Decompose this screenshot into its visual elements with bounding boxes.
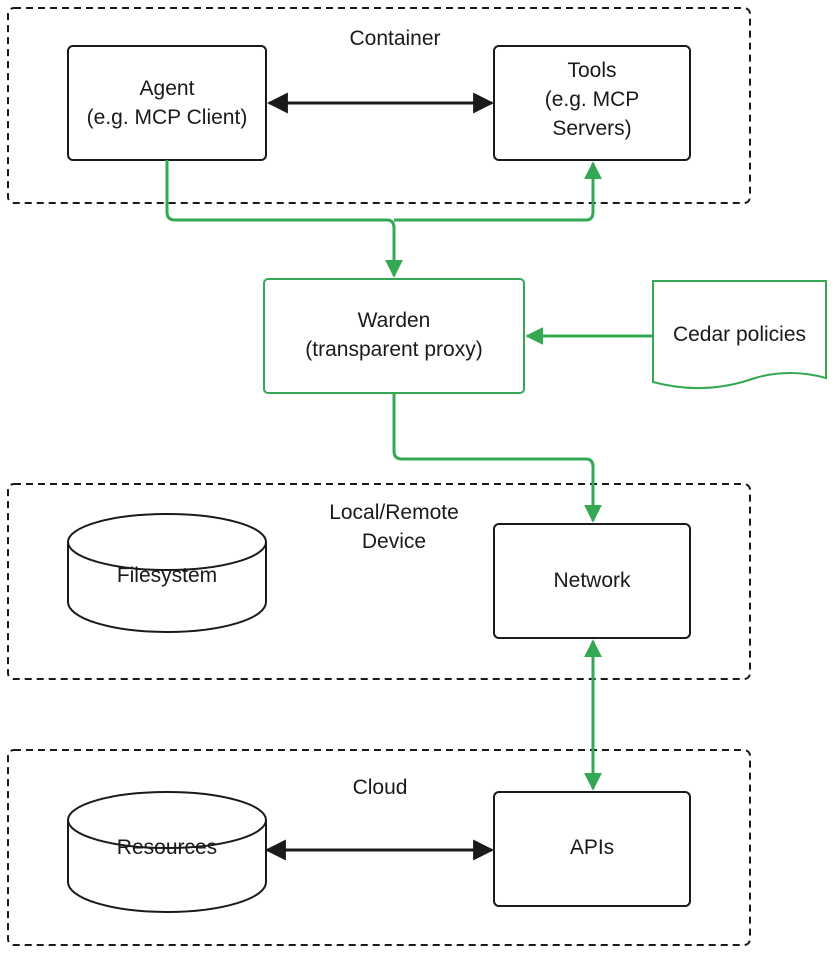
container-group-title: Container <box>349 27 441 50</box>
agent-to-warden-path <box>165 160 403 278</box>
container-group <box>7 7 751 204</box>
network-box <box>493 523 691 639</box>
apis-label: APIs <box>569 836 615 859</box>
resources-label: Resources <box>116 836 218 859</box>
warden-to-network-path <box>392 393 602 523</box>
tools-label: Tools (e.g. MCP Servers) <box>544 59 640 140</box>
filesystem-cylinder <box>67 513 267 633</box>
filesystem-label: Filesystem <box>116 564 218 587</box>
cloud-group <box>7 749 751 946</box>
agent-label: Agent (e.g. MCP Client) <box>86 77 248 129</box>
device-group-title: Local/Remote Device <box>329 501 459 553</box>
cedar-policies-document <box>652 280 827 390</box>
cloud-group-title: Cloud <box>352 776 408 799</box>
device-group <box>7 483 751 680</box>
cedar-policies-label: Cedar policies <box>672 323 807 346</box>
warden-to-tools-path <box>394 161 602 222</box>
network-label: Network <box>553 569 631 592</box>
warden-label: Warden (transparent proxy) <box>305 309 483 361</box>
resources-cylinder <box>67 791 267 913</box>
